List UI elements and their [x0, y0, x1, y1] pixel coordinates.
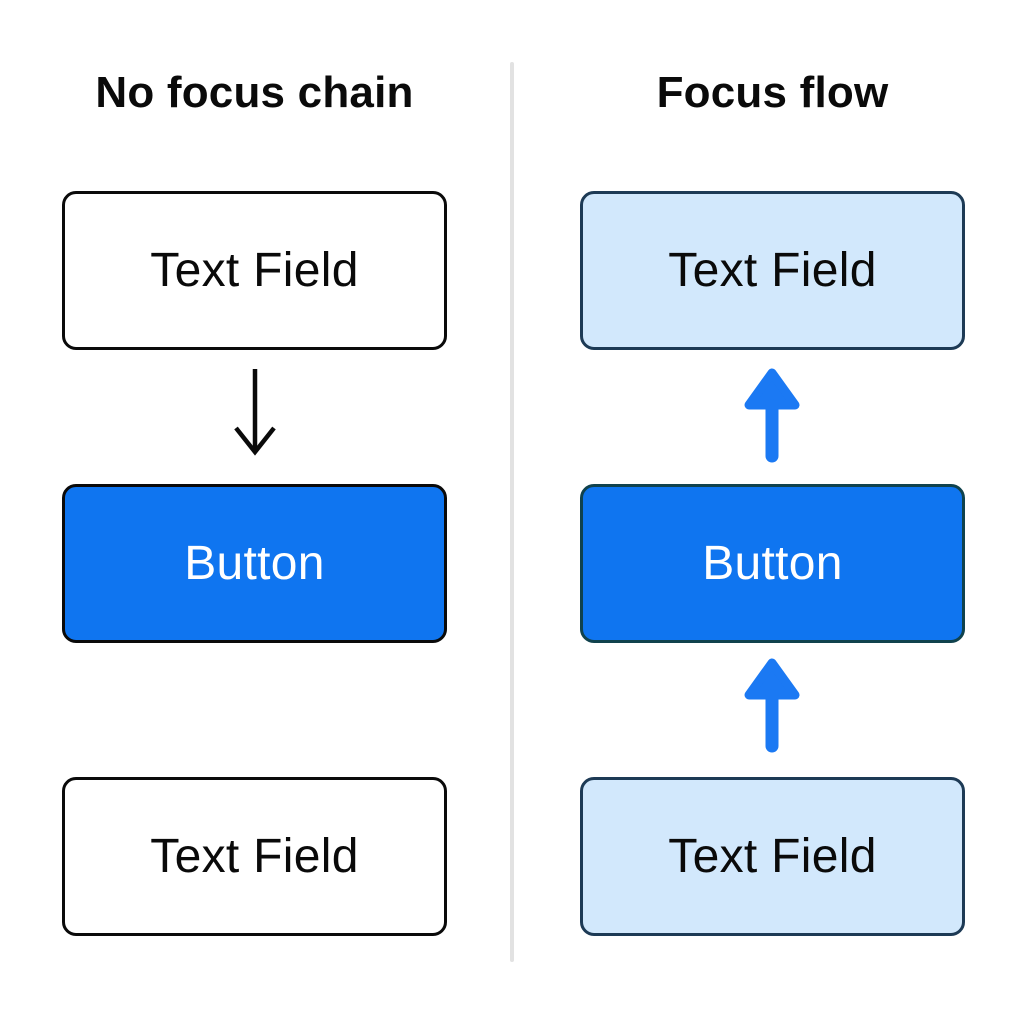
right-panel-title: Focus flow [656, 68, 889, 117]
up-arrow-icon [744, 658, 800, 753]
right-bottom-textfield-label: Text Field [668, 830, 877, 883]
column-divider [510, 62, 514, 962]
left-top-textfield-node: Text Field [62, 191, 447, 350]
left-button-label: Button [184, 537, 325, 590]
up-arrow-icon [744, 368, 800, 463]
right-bottom-textfield-node: Text Field [580, 777, 965, 936]
left-button-node: Button [62, 484, 447, 643]
right-top-textfield-node: Text Field [580, 191, 965, 350]
right-button-label: Button [702, 537, 843, 590]
left-bottom-textfield-node: Text Field [62, 777, 447, 936]
left-top-textfield-label: Text Field [150, 244, 359, 297]
right-top-textfield-label: Text Field [668, 244, 877, 297]
right-button-node: Button [580, 484, 965, 643]
left-panel-title: No focus chain [95, 68, 414, 117]
down-arrow-icon [234, 369, 276, 456]
left-bottom-textfield-label: Text Field [150, 830, 359, 883]
